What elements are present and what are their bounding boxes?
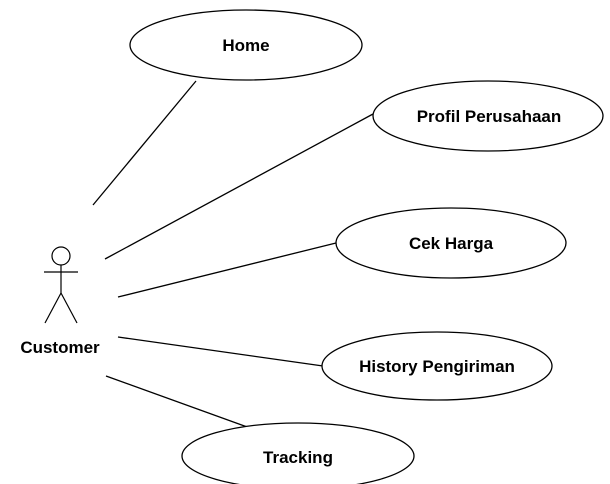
association-tracking	[105, 375, 251, 429]
use-case-cek-harga: Cek Harga	[335, 207, 567, 279]
stick-figure-icon	[44, 246, 78, 324]
use-case-label-cek-harga: Cek Harga	[409, 234, 494, 253]
use-case-label-profil-perusahaan: Profil Perusahaan	[417, 107, 562, 126]
association-home	[92, 80, 197, 206]
use-case-home: Home	[129, 9, 363, 81]
use-case-label-tracking: Tracking	[263, 448, 333, 467]
actor-label: Customer	[20, 338, 100, 357]
use-case-history-pengiriman: History Pengiriman	[321, 331, 553, 401]
association-cek-harga	[117, 242, 337, 298]
use-case-profil-perusahaan: Profil Perusahaan	[372, 80, 604, 152]
use-case-label-history-pengiriman: History Pengiriman	[359, 357, 515, 376]
association-profil-perusahaan	[104, 113, 374, 260]
use-case-label-home: Home	[222, 36, 269, 55]
use-case-tracking: Tracking	[181, 422, 415, 484]
association-history-pengiriman	[117, 336, 324, 367]
